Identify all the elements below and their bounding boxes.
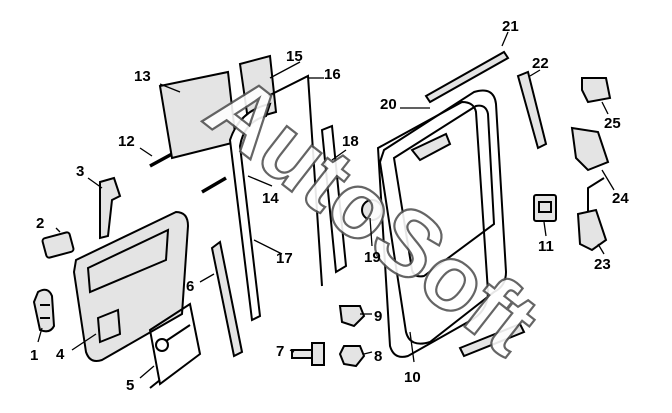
part-1-door-handle-inner	[32, 288, 56, 333]
part-21-moulding	[424, 50, 510, 104]
label-2: 2	[36, 215, 44, 232]
label-5: 5	[126, 377, 134, 394]
label-1: 1	[30, 347, 38, 364]
label-13: 13	[134, 68, 151, 85]
label-7: 7	[276, 343, 284, 360]
label-4: 4	[56, 346, 65, 363]
label-12: 12	[118, 133, 135, 150]
label-14: 14	[262, 190, 279, 207]
label-19: 19	[364, 249, 381, 266]
label-23: 23	[594, 256, 611, 273]
part-3-bracket	[99, 176, 122, 240]
part-2-bezel	[41, 231, 75, 259]
leader-lines	[37, 31, 615, 379]
part-23-lock-actuator	[576, 177, 608, 252]
label-3: 3	[76, 163, 84, 180]
label-18: 18	[342, 133, 359, 150]
label-25: 25	[604, 115, 621, 132]
label-15: 15	[286, 48, 303, 65]
part-12-rod	[149, 152, 173, 168]
label-9: 9	[374, 308, 382, 325]
part-17-division-bar	[228, 102, 272, 322]
label-20: 20	[380, 96, 397, 113]
label-16: 16	[324, 66, 341, 83]
label-11: 11	[538, 238, 554, 255]
part-9-clip	[338, 305, 366, 328]
part-14-rod	[201, 176, 227, 194]
part-6-channel	[210, 240, 244, 358]
label-10: 10	[404, 369, 421, 386]
part-8-clip	[338, 345, 366, 368]
label-22: 22	[532, 55, 549, 72]
label-8: 8	[374, 348, 382, 365]
part-16-run-channel	[267, 74, 323, 287]
part-7-pin	[291, 342, 325, 366]
part-18-channel	[320, 124, 348, 274]
label-21: 21	[502, 18, 519, 35]
label-17: 17	[276, 250, 293, 267]
part-10-rear-door	[378, 89, 526, 358]
label-24: 24	[612, 190, 629, 207]
part-11-handle	[533, 194, 557, 222]
part-25-striker	[581, 77, 612, 104]
part-labels: 1 2 3 4 5 6 7 8 9 10 11 12 13 14 15 16 1…	[30, 18, 629, 394]
part-20-weatherstrip	[376, 100, 490, 358]
part-22-strip	[516, 70, 548, 150]
label-6: 6	[186, 278, 194, 295]
part-24-door-lock	[570, 126, 610, 172]
part-5-window-regulator	[148, 302, 202, 389]
